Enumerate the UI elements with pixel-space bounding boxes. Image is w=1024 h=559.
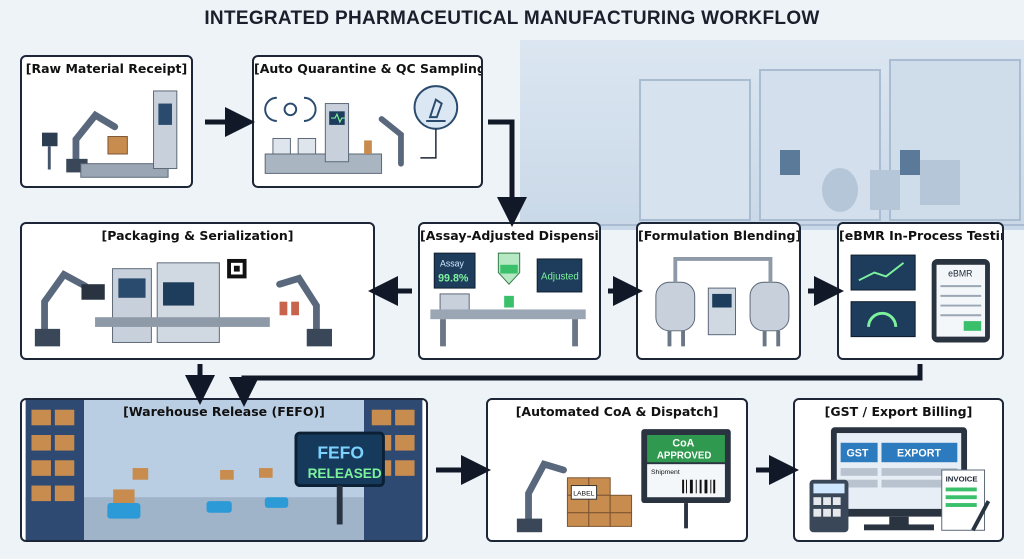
coa-line1: CoA — [672, 438, 694, 450]
step-label: [Automated CoA & Dispatch] — [515, 404, 719, 419]
step-automated-coa-dispatch: [Automated CoA & Dispatch] LABEL CoA APP… — [486, 398, 748, 542]
page-title: INTEGRATED PHARMACEUTICAL MANUFACTURING … — [204, 8, 820, 29]
step-raw-material-receipt: [Raw Material Receipt] — [20, 55, 193, 188]
shipment-label: Shipment — [651, 469, 680, 476]
step-label: [Assay-Adjusted Dispensing] — [420, 228, 599, 243]
label-tag: LABEL — [573, 490, 594, 497]
invoice-label: INVOICE — [946, 475, 978, 484]
step-ebmr-in-process-testing: [eBMR In-Process Testing] eBMR — [837, 222, 1004, 360]
step-label: [eBMR In-Process Testing] — [839, 228, 1002, 243]
arrow-ebmr-to-warehouse — [229, 364, 923, 407]
coa-line2: APPROVED — [657, 450, 712, 461]
step-warehouse-release: FEFO RELEASED [Warehouse Release (FEFO)] — [20, 398, 428, 542]
assay-value: 99.8% — [438, 272, 469, 284]
step-packaging-serialization: [Packaging & Serialization] — [20, 222, 375, 360]
step-label: [Packaging & Serialization] — [101, 228, 294, 243]
step-formulation-blending: [Formulation Blending] — [636, 222, 801, 360]
warehouse-illustration: FEFO RELEASED — [25, 400, 423, 540]
ebmr-label: eBMR — [948, 268, 972, 278]
ebmr-illustration: eBMR — [850, 254, 990, 343]
step-gst-export-billing: [GST / Export Billing] GST EXPORT INVOIC… — [793, 398, 1004, 542]
blending-illustration — [655, 257, 790, 347]
gst-label: GST — [846, 447, 868, 459]
raw-material-illustration — [42, 90, 178, 178]
step-label: [Formulation Blending] — [638, 228, 801, 243]
fefo-sign-line1: FEFO — [317, 442, 364, 462]
step-label: [Auto Quarantine & QC Sampling] — [254, 61, 483, 76]
assay-label: Assay — [440, 259, 464, 269]
packaging-illustration — [34, 258, 332, 347]
coa-illustration: LABEL CoA APPROVED Shipment — [516, 429, 731, 533]
step-label: [GST / Export Billing] — [824, 404, 973, 419]
adjusted-label: Adjusted — [541, 271, 579, 282]
factory-background — [520, 40, 1024, 230]
quarantine-illustration — [264, 85, 459, 174]
dispensing-illustration: Assay 99.8% Adjusted — [430, 252, 586, 347]
step-label: [Raw Material Receipt] — [25, 61, 188, 76]
export-label: EXPORT — [897, 447, 941, 459]
step-label: [Warehouse Release (FEFO)] — [123, 404, 325, 419]
billing-illustration: GST EXPORT INVOICE — [809, 427, 991, 533]
arrow-quarantine-to-dispensing — [488, 119, 527, 227]
step-auto-quarantine-qc: [Auto Quarantine & QC Sampling] — [252, 55, 483, 188]
fefo-sign-line2: RELEASED — [308, 466, 382, 481]
step-assay-adjusted-dispensing: [Assay-Adjusted Dispensing] Assay 99.8% … — [418, 222, 601, 360]
